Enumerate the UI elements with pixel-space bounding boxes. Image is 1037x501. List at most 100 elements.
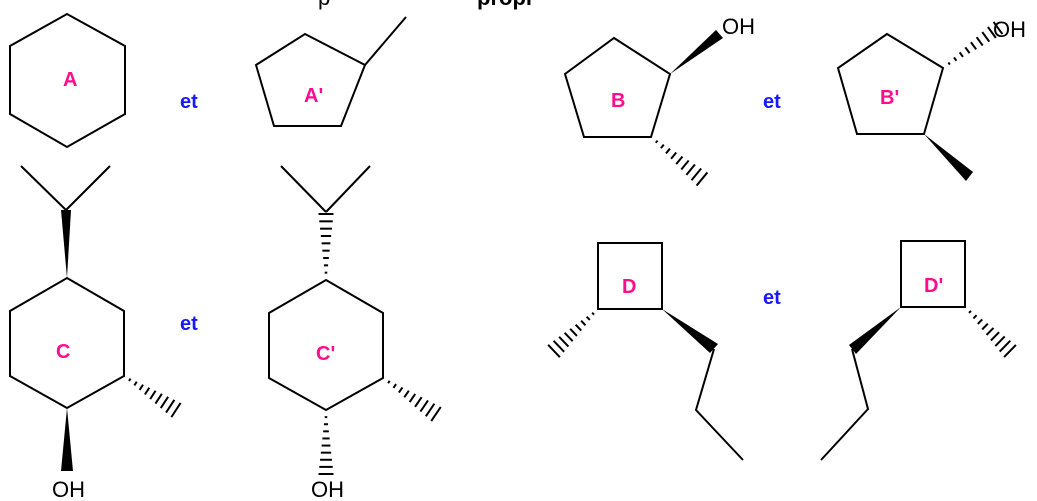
connector-et: et <box>763 91 781 113</box>
hash-line <box>685 163 696 176</box>
cyclopentane-ring <box>836 32 945 135</box>
molecule-label: C' <box>316 343 335 365</box>
molecule-label: B' <box>880 87 899 109</box>
hash-line <box>660 143 665 149</box>
hashed-bond <box>655 139 709 187</box>
isopropyl-bond <box>325 165 371 213</box>
hash-line <box>695 171 709 187</box>
molecule-label: C <box>56 341 70 363</box>
hash-line <box>430 406 442 422</box>
propyl-chain <box>820 348 870 461</box>
cyclobutane-ring <box>900 240 966 308</box>
connector-et: et <box>180 313 198 335</box>
cyclopentane-ring <box>254 32 367 127</box>
hash-line <box>558 336 570 348</box>
hash-line <box>981 31 991 43</box>
hash-line <box>563 332 574 342</box>
oh-group: OH <box>722 14 755 39</box>
molecule-label: D <box>622 276 636 298</box>
oh-group: OH <box>311 477 344 501</box>
molecule-c: OH C <box>9 165 182 501</box>
hash-line <box>547 344 561 358</box>
connector-et: et <box>180 91 198 113</box>
hash-line <box>165 399 176 414</box>
molecule-label: D' <box>924 275 943 297</box>
hash-line <box>670 151 678 160</box>
wedge-bond <box>670 30 723 74</box>
hash-line <box>414 396 423 408</box>
cyclobutane-ring <box>597 242 663 310</box>
hash-line <box>977 318 983 325</box>
hash-line <box>675 155 684 165</box>
hashed-bond <box>947 21 1004 66</box>
hash-line <box>987 26 997 39</box>
isopropyl-bond <box>280 165 327 213</box>
header-text-bold: propr <box>477 0 535 10</box>
molecule-d-prime: D' <box>820 240 1017 461</box>
hash-line <box>398 386 404 394</box>
hash-line <box>591 311 595 316</box>
hash-line <box>128 378 132 382</box>
hash-line <box>968 310 972 314</box>
methyl-bond <box>364 16 407 66</box>
cyclohexane-ring <box>268 278 384 412</box>
hash-line <box>419 399 429 413</box>
hash-line <box>990 331 1000 342</box>
molecule-b: OH B <box>563 14 755 187</box>
hash-line <box>392 383 397 389</box>
wedge-bond <box>662 309 718 353</box>
hash-line <box>1003 344 1017 358</box>
hash-line <box>159 396 169 409</box>
hash-line <box>972 314 978 320</box>
hash-line <box>975 36 984 47</box>
hash-line <box>403 390 410 398</box>
molecule-c-prime: OH C' <box>268 165 442 501</box>
hash-line <box>149 390 157 400</box>
cyclopentane-ring <box>563 36 672 138</box>
hash-line <box>569 328 578 337</box>
hash-line <box>144 387 151 396</box>
hash-line <box>998 339 1012 353</box>
hash-line <box>133 381 138 387</box>
oh-group: OH <box>52 477 85 501</box>
wedge-bond <box>61 210 71 278</box>
molecule-label: A <box>63 69 77 91</box>
hashed-bond <box>128 378 182 418</box>
molecule-label: B <box>611 90 625 112</box>
hash-line <box>574 324 582 332</box>
hashed-bond <box>387 380 442 422</box>
hashed-bond <box>318 213 334 274</box>
hash-line <box>585 315 591 321</box>
hash-line <box>655 139 659 144</box>
hash-line <box>665 147 671 155</box>
hash-line <box>425 403 436 417</box>
hash-line <box>985 327 995 336</box>
header-text-start: p <box>318 0 330 10</box>
hashed-bond <box>547 311 595 358</box>
hash-line <box>680 159 690 171</box>
hash-line <box>958 51 964 58</box>
hash-line <box>552 340 565 353</box>
wedge-bond <box>61 408 73 471</box>
molecule-d: D <box>547 242 744 461</box>
hash-line <box>170 402 182 418</box>
wedge-bond <box>849 307 901 354</box>
hash-line <box>992 21 1004 35</box>
molecule-a-prime: A' <box>254 16 407 127</box>
propyl-chain <box>694 348 744 461</box>
wedge-bond <box>924 134 973 181</box>
hash-line <box>408 393 417 403</box>
hash-line <box>387 380 391 384</box>
hash-line <box>154 393 163 405</box>
molecule-b-prime: OH B' <box>836 17 1026 181</box>
oh-group: OH <box>993 17 1026 42</box>
hashed-bond <box>318 416 334 475</box>
hash-line <box>994 335 1006 347</box>
header-text: p propr <box>318 0 535 10</box>
hash-line <box>580 320 587 326</box>
hash-line <box>981 322 989 331</box>
connector-et: et <box>763 287 781 309</box>
hash-line <box>947 61 951 66</box>
isopropyl-bond <box>65 165 111 211</box>
